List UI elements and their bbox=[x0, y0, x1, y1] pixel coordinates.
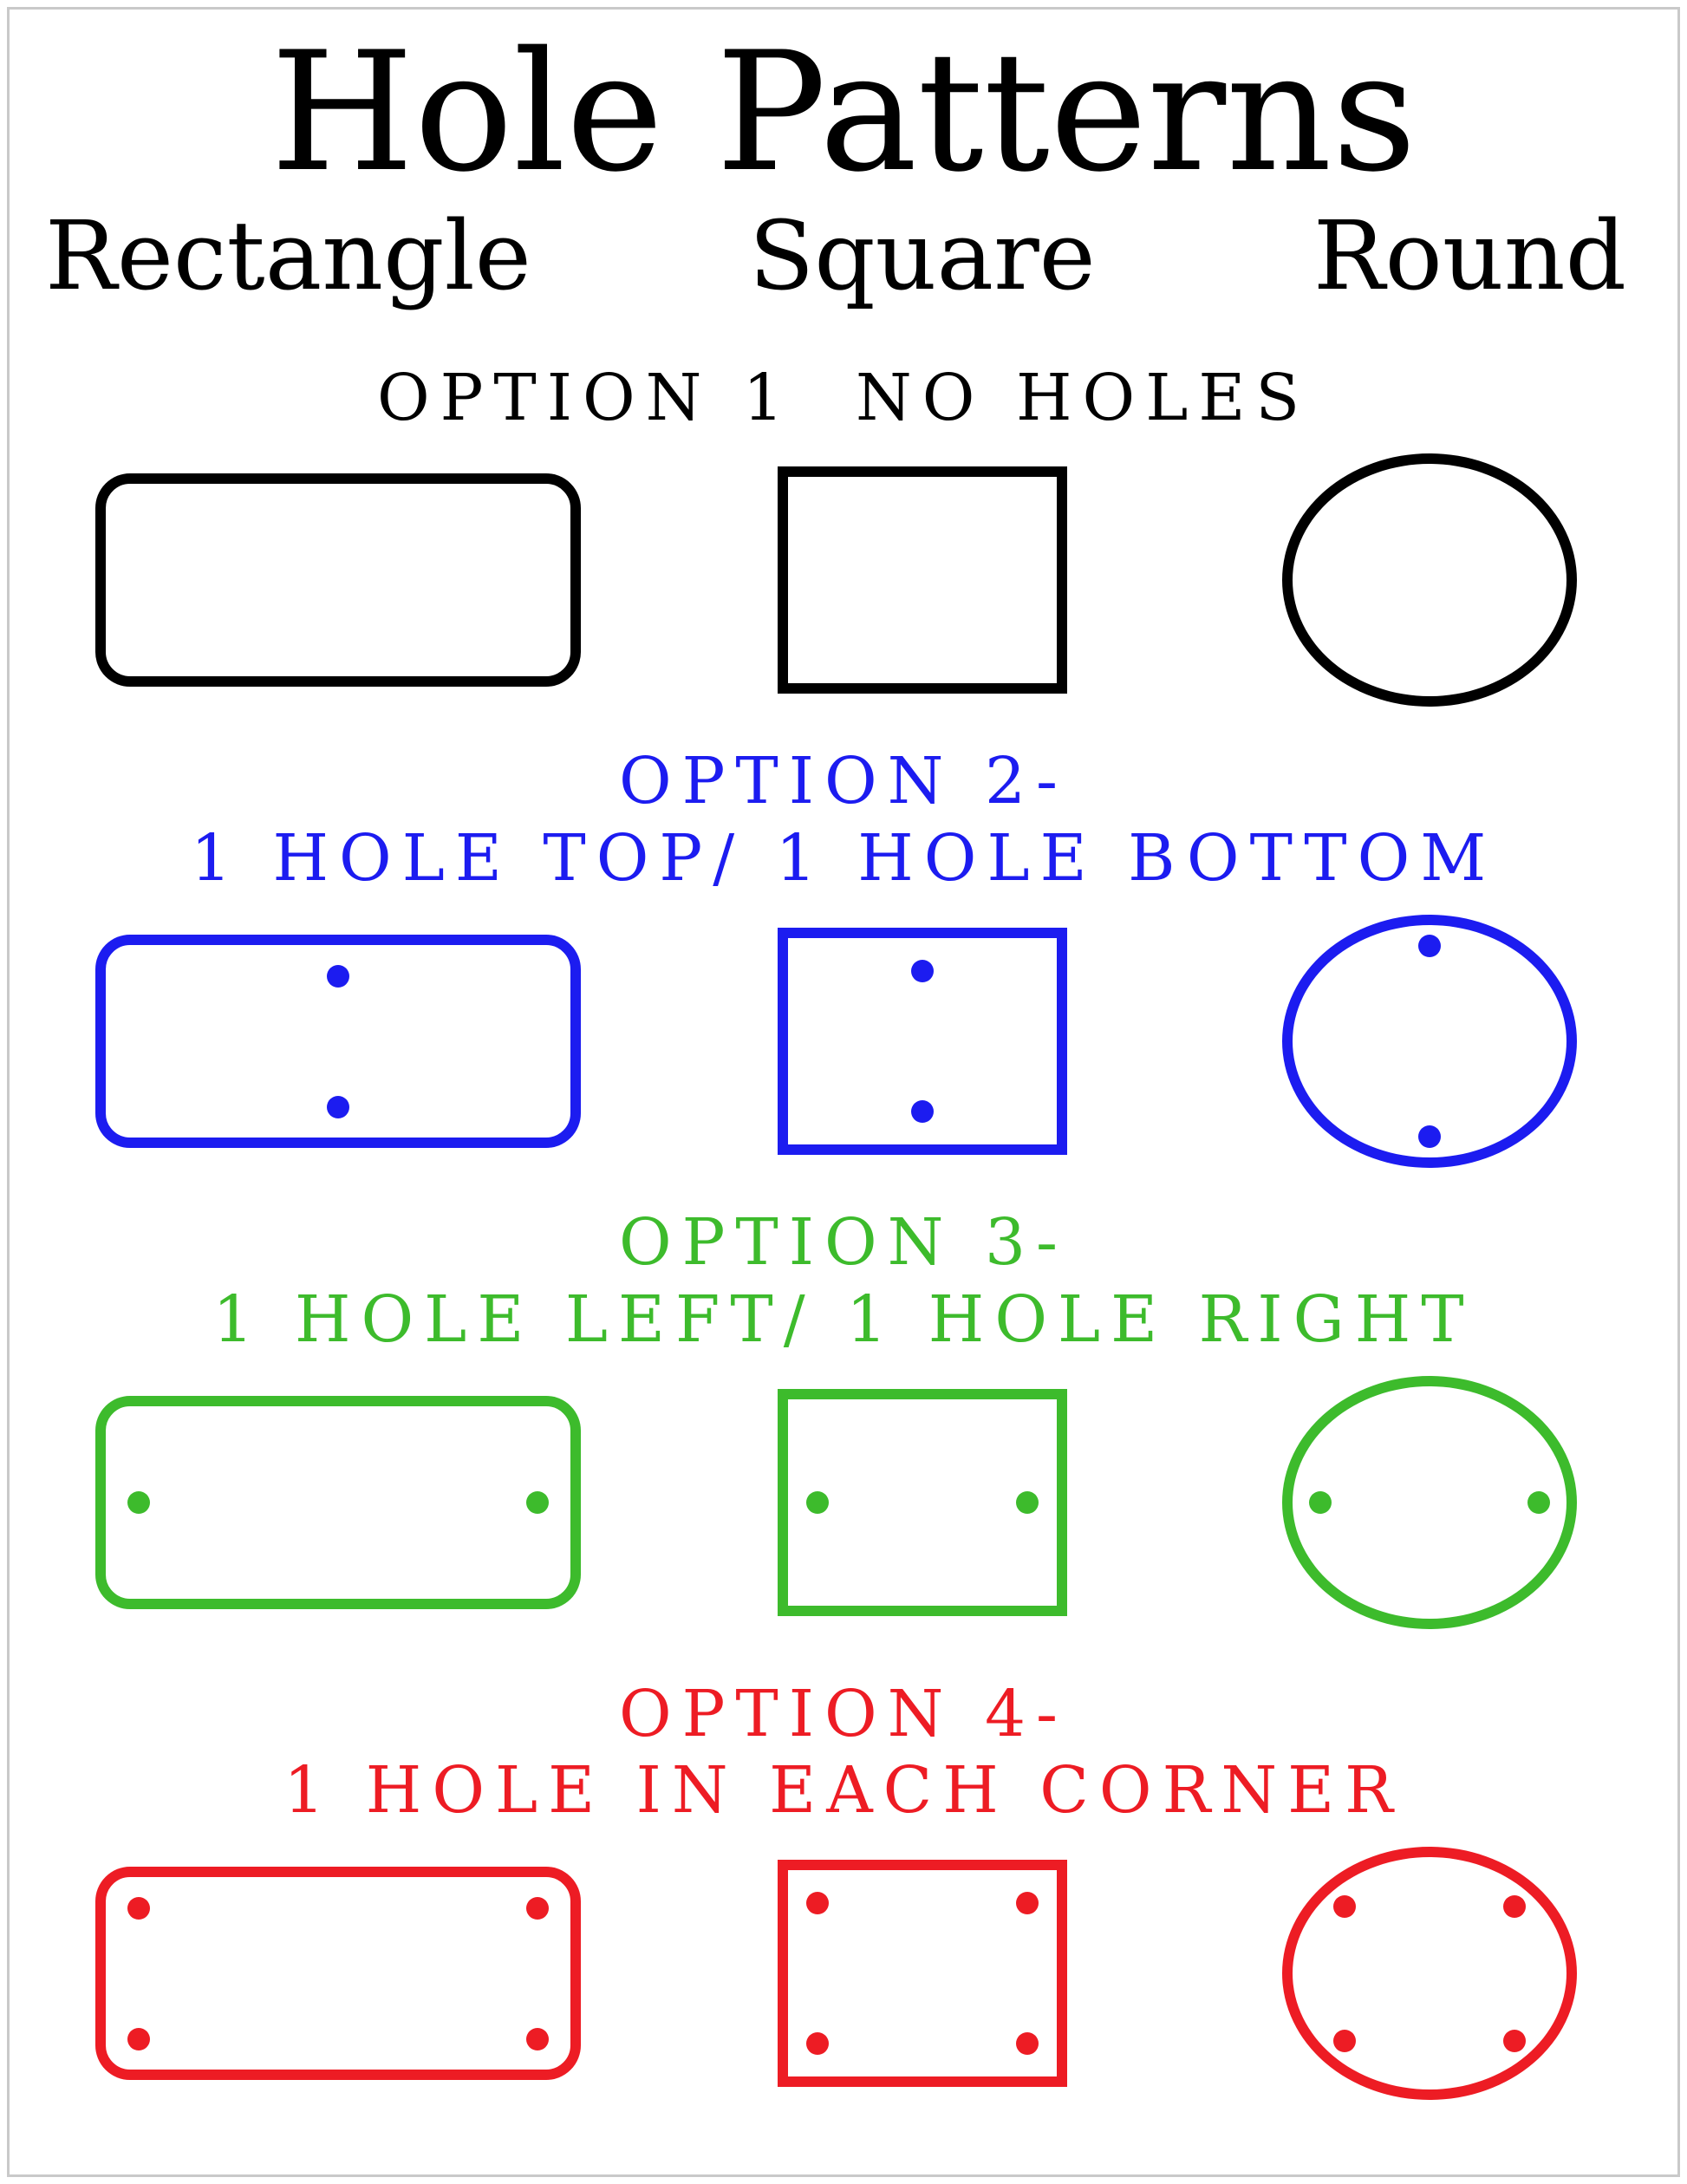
hole-top-right bbox=[1015, 1892, 1039, 1915]
hole-bottom bbox=[911, 1099, 934, 1123]
section-option-1: OPTION 1 NO HOLES bbox=[0, 360, 1687, 711]
rectangle-shape-no-holes bbox=[95, 473, 581, 688]
round-shape-corner-holes bbox=[1282, 1847, 1577, 2101]
hole-bottom-left bbox=[806, 2032, 830, 2056]
hole-top bbox=[1418, 935, 1441, 958]
hole-bottom-left bbox=[1333, 2029, 1357, 2052]
section-option-2: OPTION 2- 1 HOLE TOP/ 1 HOLE BOTTOM bbox=[0, 743, 1687, 1171]
square-shape-left-right-holes bbox=[778, 1388, 1067, 1616]
option-4-shapes-row bbox=[0, 1843, 1687, 2103]
square-shape-no-holes bbox=[778, 466, 1067, 694]
option-3-shapes-row bbox=[0, 1372, 1687, 1633]
hole-top-left bbox=[806, 1892, 830, 1915]
square-shape-top-bottom-holes bbox=[778, 928, 1067, 1156]
option-2-heading-line1: OPTION 2- bbox=[618, 744, 1069, 819]
column-headers: Rectangle Square Round bbox=[0, 199, 1687, 311]
round-shape-no-holes bbox=[1282, 453, 1577, 707]
hole-bottom-right bbox=[1502, 2029, 1526, 2052]
hole-bottom-right bbox=[1015, 2032, 1039, 2056]
square-shape-corner-holes bbox=[778, 1860, 1067, 2088]
hole-bottom bbox=[327, 1095, 349, 1118]
round-shape-left-right-holes bbox=[1282, 1375, 1577, 1629]
hole-top-right bbox=[526, 1896, 550, 1920]
option-3-heading-line2: 1 HOLE LEFT/ 1 HOLE RIGHT bbox=[212, 1281, 1475, 1357]
column-label-square: Square bbox=[748, 199, 1096, 311]
hole-top bbox=[911, 960, 934, 983]
hole-top-right bbox=[1502, 1894, 1526, 1918]
hole-left bbox=[127, 1490, 150, 1514]
hole-bottom bbox=[1418, 1125, 1441, 1148]
option-1-heading: OPTION 1 NO HOLES bbox=[376, 360, 1311, 435]
rectangle-shape-top-bottom-holes bbox=[95, 935, 581, 1149]
column-label-round: Round bbox=[1312, 199, 1626, 311]
option-4-heading-line2: 1 HOLE IN EACH CORNER bbox=[283, 1753, 1404, 1829]
hole-top-left bbox=[1333, 1894, 1357, 1918]
hole-bottom-right bbox=[526, 2027, 550, 2050]
option-3-heading-line1: OPTION 3- bbox=[618, 1205, 1069, 1281]
option-4-heading-line1: OPTION 4- bbox=[618, 1676, 1069, 1751]
hole-right bbox=[526, 1490, 550, 1514]
hole-top-left bbox=[127, 1896, 150, 1920]
hole-left bbox=[1308, 1490, 1332, 1514]
option-2-heading-line2: 1 HOLE TOP/ 1 HOLE BOTTOM bbox=[190, 821, 1497, 896]
section-option-3: OPTION 3- 1 HOLE LEFT/ 1 HOLE RIGHT bbox=[0, 1204, 1687, 1633]
section-option-4: OPTION 4- 1 HOLE IN EACH CORNER bbox=[0, 1676, 1687, 2104]
rectangle-shape-corner-holes bbox=[95, 1867, 581, 2081]
hole-left bbox=[806, 1490, 830, 1514]
option-1-shapes-row bbox=[0, 450, 1687, 710]
hole-right bbox=[1015, 1490, 1039, 1514]
page-title: Hole Patterns bbox=[270, 16, 1417, 208]
round-shape-top-bottom-holes bbox=[1282, 915, 1577, 1169]
hole-top bbox=[327, 964, 349, 988]
hole-right bbox=[1527, 1490, 1551, 1514]
rectangle-shape-left-right-holes bbox=[95, 1395, 581, 1609]
column-label-rectangle: Rectangle bbox=[45, 199, 531, 311]
hole-bottom-left bbox=[127, 2027, 150, 2050]
option-2-shapes-row bbox=[0, 911, 1687, 1171]
